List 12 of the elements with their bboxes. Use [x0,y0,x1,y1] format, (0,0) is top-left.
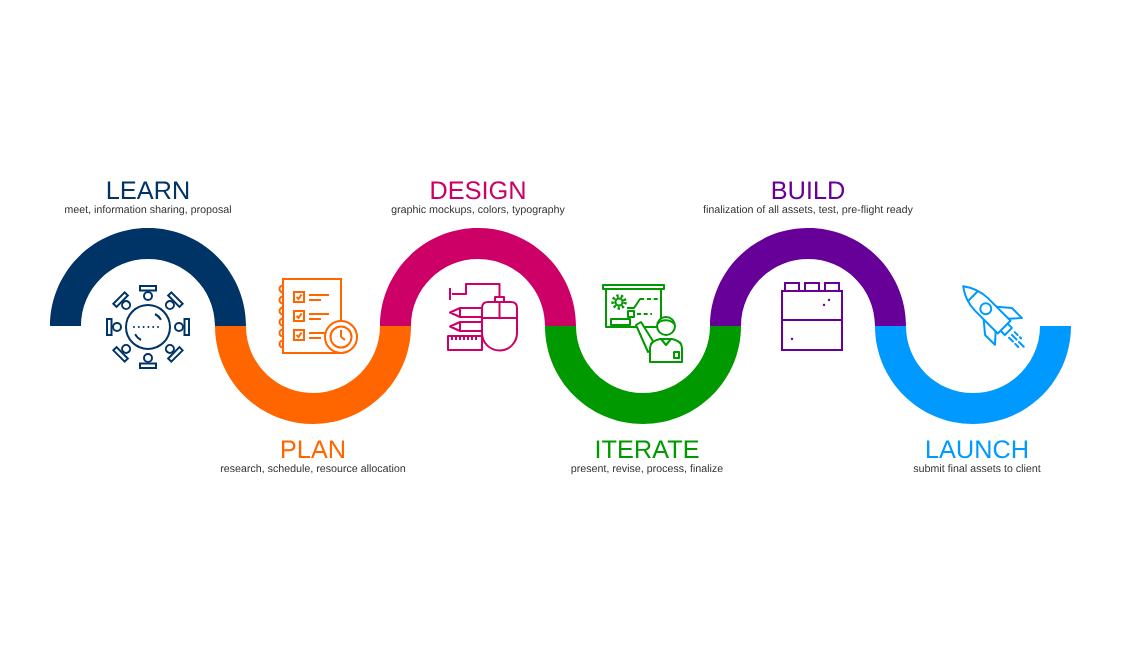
stage-description: research, schedule, resource allocation [220,464,406,474]
stage-heading: DESIGN [431,181,525,200]
stage-description: finalization of all assets, test, pre-flight ready [703,205,913,216]
stage-heading: LEARN [107,181,189,199]
stage-description: graphic mockups, colors, typography [391,205,565,216]
stage-heading: PLAN [282,440,344,458]
stage-heading: BUILD [772,181,845,200]
stage-description: meet, information sharing, proposal [65,205,231,216]
stage-description: submit final assets to client [913,464,1041,473]
stage-heading: LAUNCH [927,440,1027,459]
stage-heading: ITERATE [596,440,699,458]
stage-description: present, revise, process, finalize [571,464,723,475]
